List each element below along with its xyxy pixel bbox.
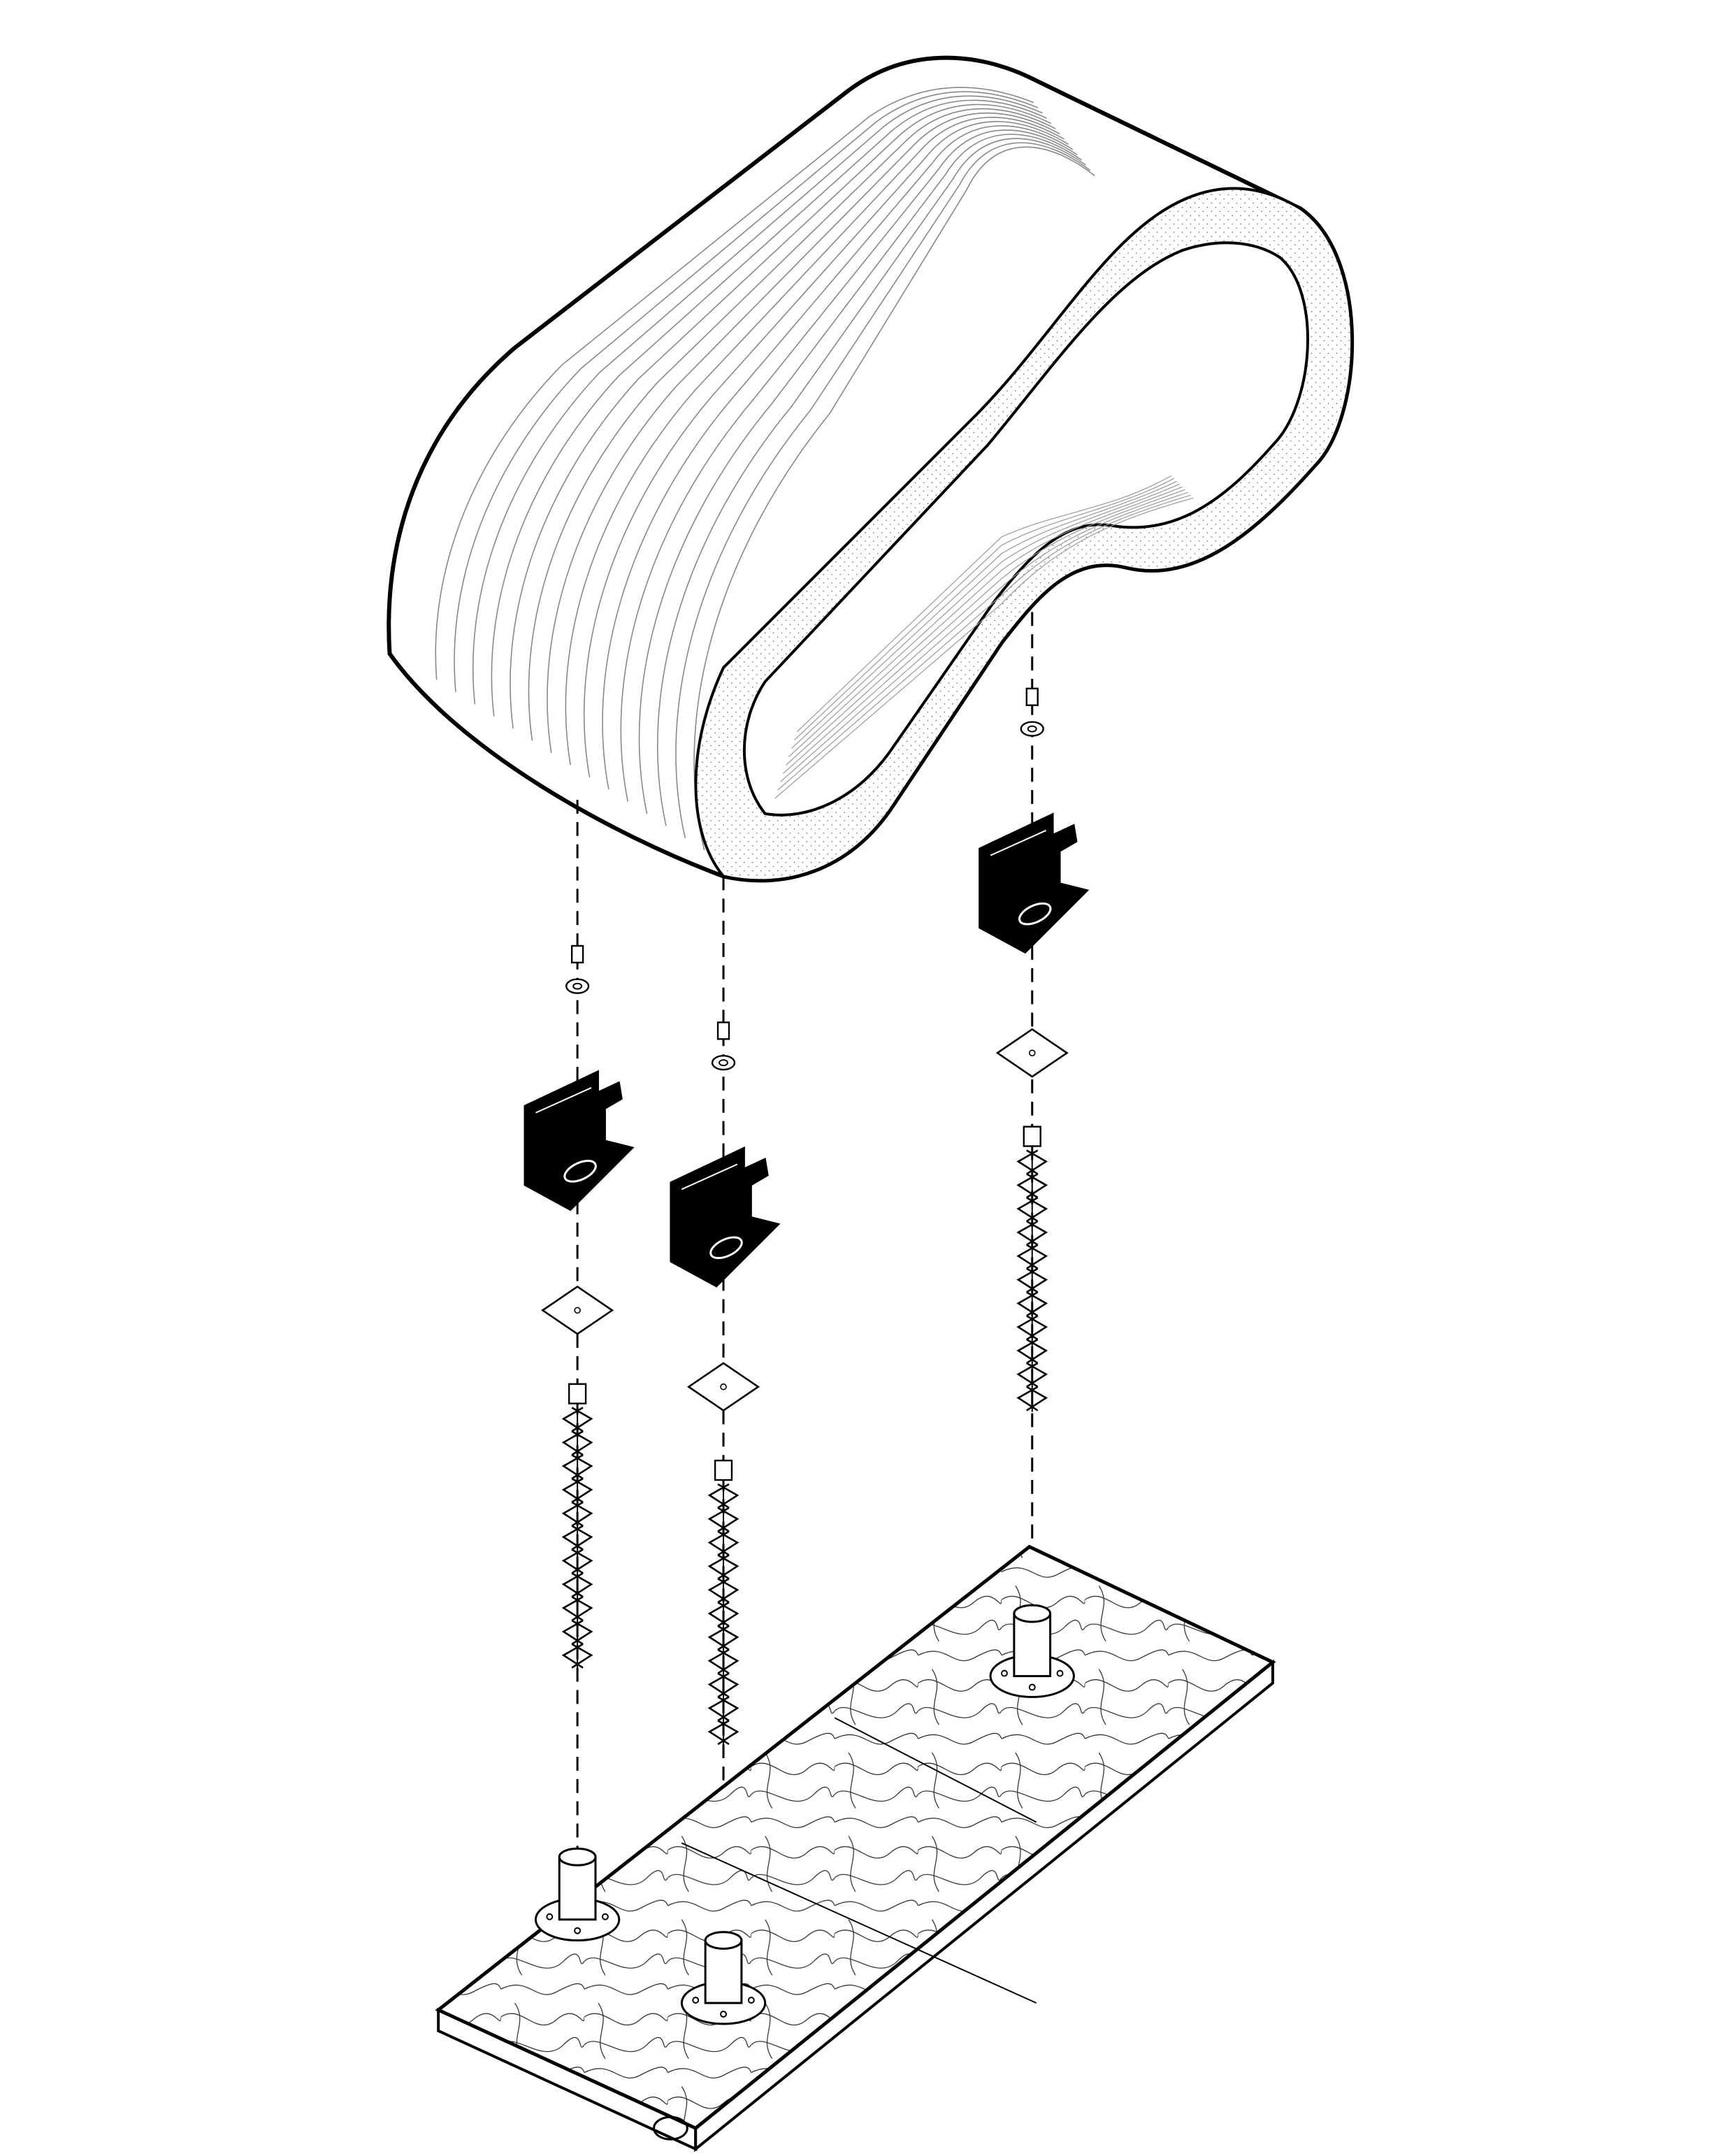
bracket xyxy=(979,812,1090,954)
lamination-line xyxy=(583,121,1069,777)
flange-bolt xyxy=(601,1913,609,1920)
flange-bolt xyxy=(747,1997,755,2004)
ground-post xyxy=(680,1931,767,2025)
bolt xyxy=(716,1021,730,1040)
inner-lamination-line xyxy=(786,486,1183,766)
helical-screw-pile xyxy=(561,1407,593,1669)
curved-bench-block xyxy=(387,55,1355,883)
ground-post xyxy=(534,1847,621,1942)
washer xyxy=(1020,721,1044,737)
inner-lamination-line xyxy=(797,475,1172,733)
anchor-assembly xyxy=(524,944,635,1669)
lamination-line xyxy=(638,134,1082,814)
bolt xyxy=(1025,687,1039,706)
bracket-slot xyxy=(709,1236,743,1260)
screw-head xyxy=(714,1459,733,1481)
lamination-line xyxy=(620,129,1078,802)
screw-head xyxy=(568,1383,587,1404)
lamination-line xyxy=(675,142,1091,838)
washer xyxy=(565,978,590,994)
bracket-edge xyxy=(681,1163,738,1191)
lamination-line xyxy=(693,146,1095,851)
washer-hole xyxy=(1027,725,1037,733)
lamination-line xyxy=(656,138,1087,826)
lamination-line xyxy=(510,103,1052,729)
inner-lamination-line xyxy=(774,497,1194,799)
bracket-slot xyxy=(1018,902,1052,926)
flange-bolt xyxy=(720,2011,728,2018)
lamination-line xyxy=(547,113,1060,754)
lamination-line xyxy=(472,95,1043,705)
ground-post xyxy=(989,1604,1075,1698)
ground-base-slab xyxy=(435,1544,1276,2153)
block-inner-opening xyxy=(743,241,1309,817)
post-tube xyxy=(558,1855,597,1921)
washer xyxy=(711,1054,736,1071)
inner-lamination-lines xyxy=(774,475,1194,799)
plate-hole xyxy=(1028,1049,1036,1056)
inner-lamination-line xyxy=(794,477,1174,740)
lamination-line xyxy=(602,125,1074,790)
bracket-edge xyxy=(990,829,1047,856)
flange-bolt xyxy=(1056,1669,1064,1677)
square-plate xyxy=(995,1028,1069,1078)
helical-screw-pile xyxy=(1016,1149,1048,1411)
flange-bolt xyxy=(692,1997,700,2004)
square-plate xyxy=(541,1285,614,1335)
anchor-assembly xyxy=(979,687,1090,1412)
slab-seam xyxy=(681,1717,1037,2004)
anchor-assemblies xyxy=(524,687,1090,1746)
lamination-line xyxy=(454,91,1039,692)
lamination-line xyxy=(565,117,1064,766)
square-plate xyxy=(686,1362,760,1412)
post-tube xyxy=(704,1939,743,2004)
bracket xyxy=(524,1070,635,1212)
slab-top xyxy=(435,1544,1276,2131)
washer-hole xyxy=(719,1059,728,1067)
lamination-line xyxy=(528,108,1056,741)
bracket xyxy=(670,1146,781,1288)
inner-lamination-line xyxy=(783,489,1185,774)
helical-screw-pile xyxy=(707,1483,739,1746)
post-tube xyxy=(1013,1612,1052,1678)
slab-marker xyxy=(653,2115,688,2141)
flange-bolt xyxy=(1000,1669,1008,1677)
block-lamination-lines xyxy=(435,87,1095,851)
bolt xyxy=(570,944,584,964)
lamination-line xyxy=(435,87,1034,680)
plate-hole xyxy=(720,1383,727,1390)
inner-lamination-line xyxy=(777,494,1191,791)
ground-posts xyxy=(534,1604,1075,2025)
bracket-edge xyxy=(535,1087,592,1114)
inner-lamination-line xyxy=(788,483,1180,757)
alignment-dashed-lines xyxy=(576,612,1034,1941)
washer-hole xyxy=(572,982,583,990)
plate-hole xyxy=(574,1307,581,1314)
post-top xyxy=(704,1931,743,1950)
flange-bolt xyxy=(546,1913,554,1920)
post-top xyxy=(558,1847,597,1867)
anchor-assembly xyxy=(670,1021,781,1746)
inner-lamination-line xyxy=(791,480,1177,749)
flange-bolt xyxy=(1028,1683,1036,1691)
flange-bolt xyxy=(574,1927,582,1934)
inner-lamination-line xyxy=(780,491,1188,782)
lamination-line xyxy=(491,99,1047,717)
post-top xyxy=(1013,1604,1052,1623)
bracket-slot xyxy=(563,1160,597,1183)
screw-head xyxy=(1023,1126,1041,1147)
